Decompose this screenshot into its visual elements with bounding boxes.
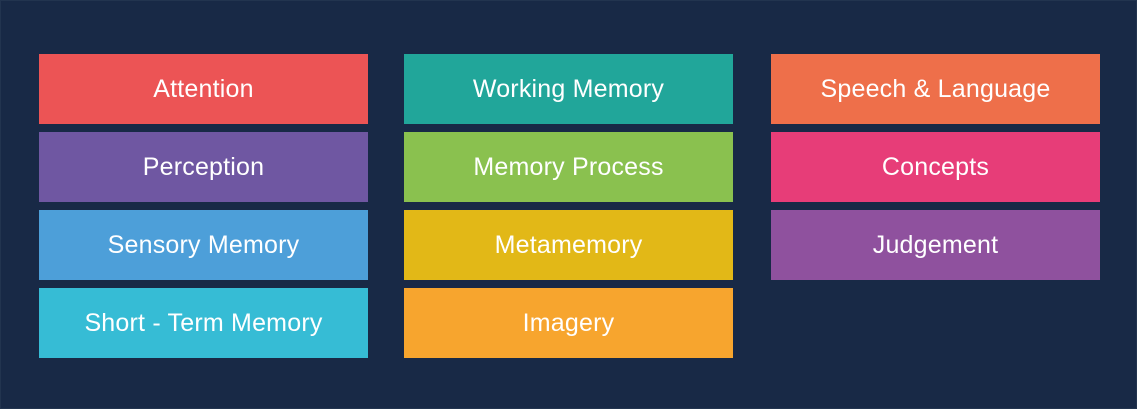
tile-metamemory: Metamemory [404,210,733,280]
tile-judgement: Judgement [771,210,1100,280]
tile-label: Short - Term Memory [84,308,323,337]
tile-imagery: Imagery [404,288,733,358]
tile-label: Attention [153,74,254,103]
tile-concepts: Concepts [771,132,1100,202]
tile-label: Perception [142,152,265,181]
tile-label: Working Memory [472,74,665,103]
tile-perception: Perception [39,132,368,202]
tile-attention: Attention [39,54,368,124]
tile-label: Memory Process [473,152,664,181]
tile-label: Concepts [881,152,990,181]
tile-sensory-memory: Sensory Memory [39,210,368,280]
tile-label: Judgement [872,230,999,259]
column-1: Attention Perception Sensory Memory Shor… [39,54,368,366]
column-3: Speech & Language Concepts Judgement [771,54,1100,288]
tile-speech-language: Speech & Language [771,54,1100,124]
column-2: Working Memory Memory Process Metamemory… [404,54,733,366]
tile-label: Imagery [522,308,615,337]
tile-memory-process: Memory Process [404,132,733,202]
tile-label: Metamemory [494,230,643,259]
tile-working-memory: Working Memory [404,54,733,124]
tile-label: Speech & Language [820,74,1051,103]
tile-label: Sensory Memory [107,230,300,259]
tile-short-term-memory: Short - Term Memory [39,288,368,358]
